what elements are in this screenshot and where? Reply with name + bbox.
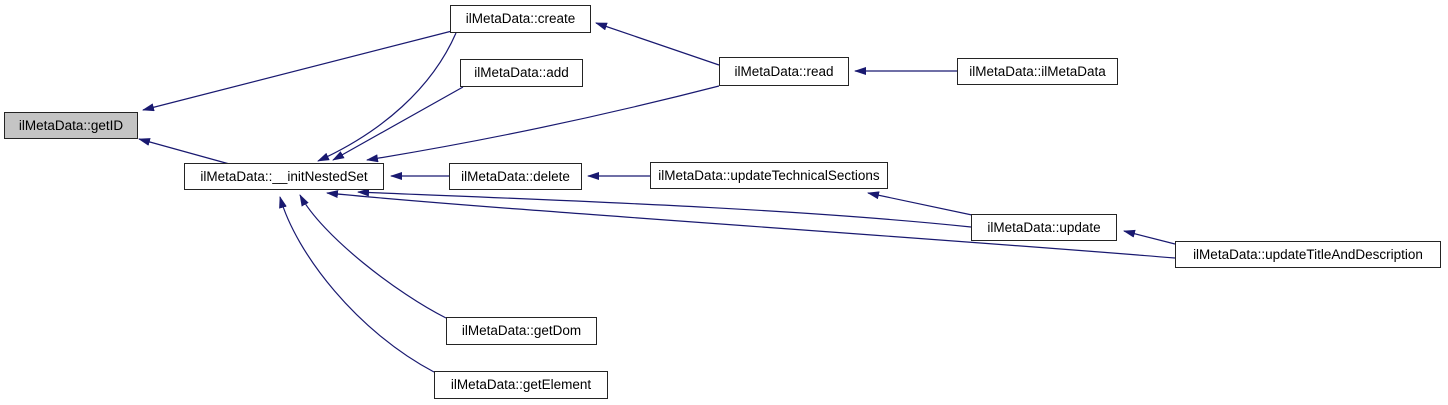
node-create[interactable]: ilMetaData::create (450, 5, 591, 33)
edge-getDom-to-initNestedSet (299, 194, 447, 319)
edge-read-to-create (595, 22, 720, 66)
edge-initNestedSet-to-getID (138, 138, 234, 166)
edge-add-to-initNestedSet (332, 86, 464, 161)
edge-update-to-initNestedSet (357, 188, 972, 228)
node-getDom[interactable]: ilMetaData::getDom (446, 317, 597, 345)
node-delete[interactable]: ilMetaData::delete (449, 163, 582, 190)
edge-getElement-to-initNestedSet (279, 196, 435, 373)
node-updateTitleAndDescription[interactable]: ilMetaData::updateTitleAndDescription (1175, 241, 1441, 268)
edge-update-to-updateTechnicalSections (867, 191, 973, 216)
node-update[interactable]: ilMetaData::update (971, 214, 1117, 241)
node-ilMetaData[interactable]: ilMetaData::ilMetaData (957, 58, 1118, 85)
edge-create-to-getID (142, 30, 453, 112)
node-updateTechnicalSections[interactable]: ilMetaData::updateTechnicalSections (650, 162, 888, 189)
node-add[interactable]: ilMetaData::add (460, 59, 583, 87)
node-read[interactable]: ilMetaData::read (719, 57, 849, 86)
edge-create-to-initNestedSet (317, 32, 457, 162)
node-initNestedSet[interactable]: ilMetaData::__initNestedSet (184, 163, 384, 190)
node-getID: ilMetaData::getID (4, 112, 138, 139)
edge-updateTitleAndDescription-to-update (1123, 229, 1176, 245)
edge-read-to-initNestedSet (366, 85, 720, 163)
node-getElement[interactable]: ilMetaData::getElement (434, 371, 608, 399)
